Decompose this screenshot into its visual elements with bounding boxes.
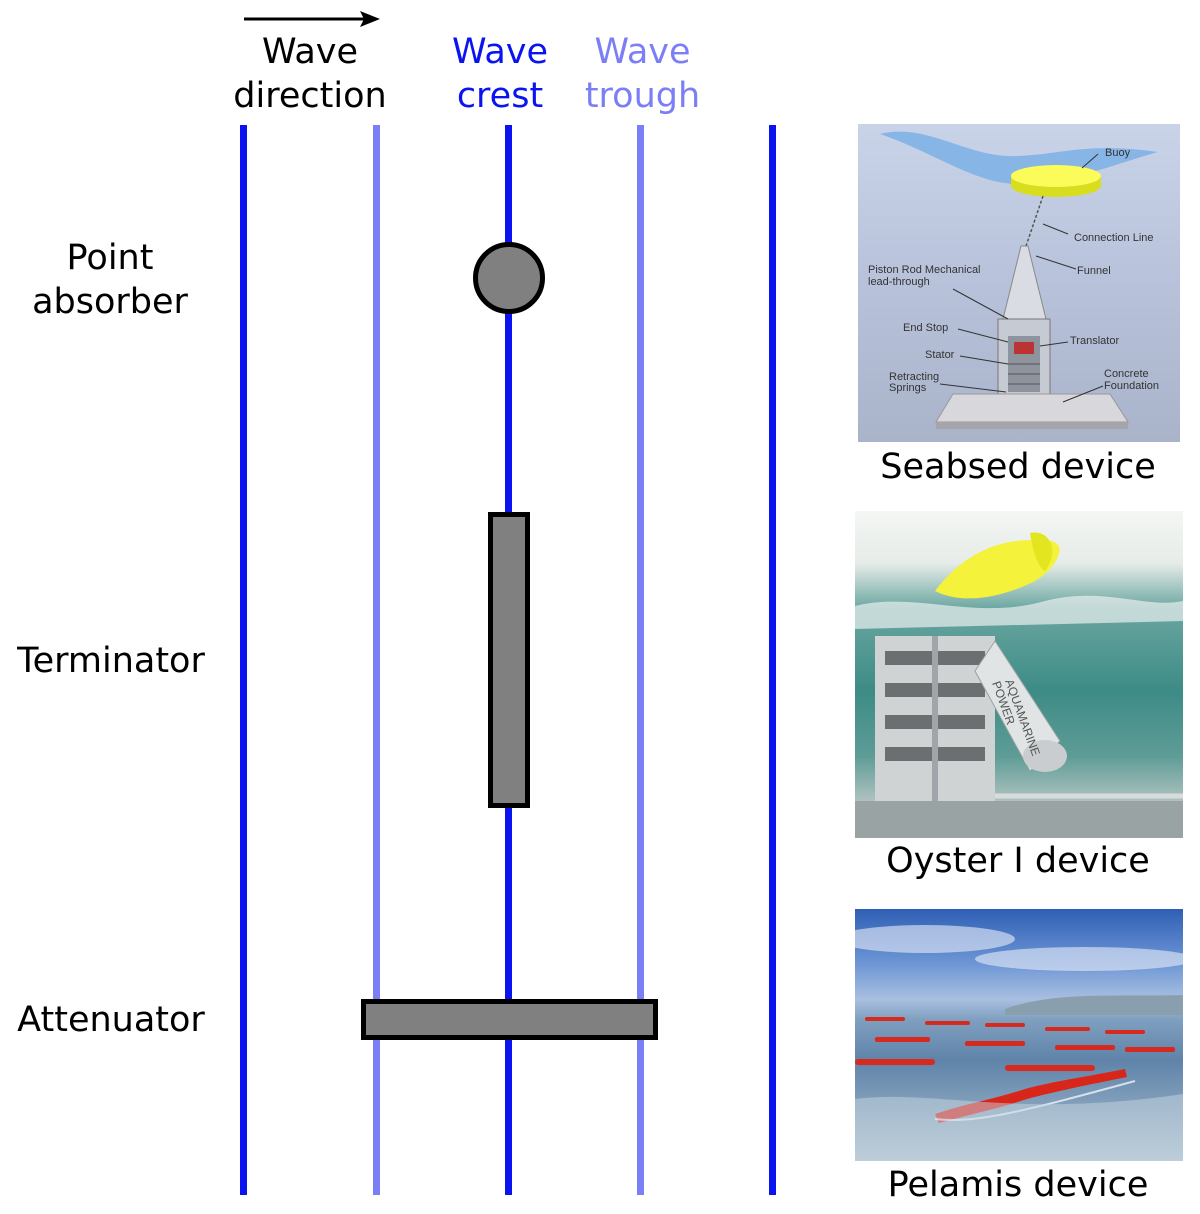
wave-trough-label-line2: trough [584, 76, 701, 116]
terminator-label: Terminator [17, 641, 205, 681]
seabed-label-translator: Translator [1070, 335, 1119, 347]
point-absorber-shape [473, 242, 545, 314]
wave-trough-label-line1: Wave [594, 32, 691, 72]
seabed-label-buoy: Buoy [1105, 147, 1131, 159]
seabed-label-piston-rod-2: lead-through [868, 276, 930, 288]
seabed-label-concrete-2: Foundation [1104, 380, 1159, 392]
seabed-label-retracting-1: Retracting [889, 371, 939, 383]
point-absorber-label: Point absorber [10, 236, 210, 324]
wave-crest-label-line1: Wave [451, 32, 549, 72]
seabed-device-caption: Seabsed device [880, 447, 1156, 487]
oyster-device-image: AQUAMARINE POWER [855, 511, 1183, 838]
wave-direction-arrow [244, 11, 380, 27]
wave-trough-line [637, 125, 644, 1195]
seabed-label-piston-rod-1: Piston Rod Mechanical [868, 264, 981, 276]
wave-direction-label: Wave direction [220, 30, 400, 118]
attenuator-label: Attenuator [17, 1000, 205, 1040]
seabed-label-end-stop: End Stop [903, 322, 948, 334]
seabed-device-image: Buoy Connection Line Funnel Piston Rod M… [858, 124, 1180, 442]
wave-trough-line [373, 125, 380, 1195]
point-absorber-label-line2: absorber [32, 282, 188, 322]
seabed-label-concrete-1: Concrete [1104, 368, 1149, 380]
wave-crest-line [240, 125, 247, 1195]
seabed-device-drawing: Buoy Connection Line Funnel Piston Rod M… [868, 131, 1159, 429]
wave-direction-label-line1: Wave [261, 32, 359, 72]
seabed-label-stator: Stator [925, 349, 955, 361]
oyster-device-drawing: AQUAMARINE POWER [855, 532, 1183, 838]
seabed-label-funnel: Funnel [1077, 265, 1111, 277]
terminator-shape [488, 512, 530, 808]
oyster-device-caption: Oyster I device [886, 841, 1150, 881]
point-absorber-label-line1: Point [66, 238, 154, 278]
wave-crest-line [769, 125, 776, 1195]
pelamis-device-image [855, 909, 1183, 1161]
pelamis-device-drawing [855, 925, 1183, 1161]
attenuator-shape [361, 999, 658, 1040]
seabed-label-connection-line: Connection Line [1074, 232, 1154, 244]
wave-crest-label: Wave crest [430, 30, 570, 118]
wave-crest-label-line2: crest [456, 76, 544, 116]
wave-direction-label-line2: direction [233, 76, 387, 116]
seabed-label-retracting-2: Springs [889, 382, 927, 394]
wave-trough-label: Wave trough [570, 30, 715, 118]
pelamis-device-caption: Pelamis device [887, 1165, 1149, 1205]
